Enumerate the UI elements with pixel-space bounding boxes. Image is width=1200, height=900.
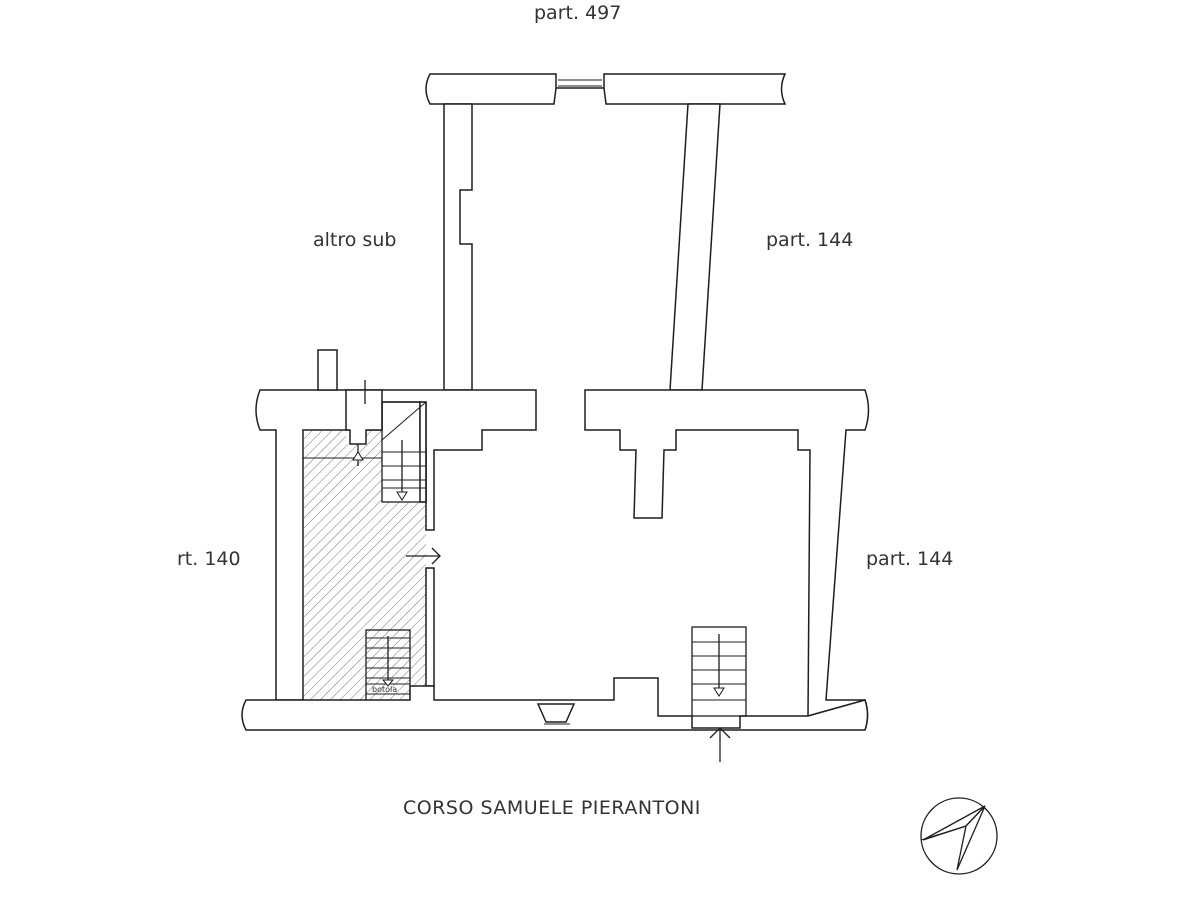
compass-north-arrow-icon: [920, 797, 998, 875]
entrance-arrow: [709, 727, 731, 762]
partition-wall: [419, 401, 435, 687]
stair-upper: [352, 401, 427, 503]
down-arrow-icon: [396, 491, 408, 501]
hatch-stair: botola: [365, 629, 411, 703]
down-arrow-icon: [713, 687, 725, 697]
door-arrow: [406, 547, 441, 565]
hatched-room: [303, 430, 426, 700]
entrance-stair: [691, 626, 747, 717]
label-part-144-lower: part. 144: [866, 548, 953, 570]
down-arrow-icon: [381, 679, 395, 687]
street-name: CORSO SAMUELE PIERANTONI: [403, 797, 701, 819]
shaft-left: [317, 349, 383, 445]
label-part-144-upper: part. 144: [766, 229, 853, 251]
up-arrow-icon: [352, 451, 364, 461]
label-altro-sub: altro sub: [313, 229, 396, 251]
label-part-497: part. 497: [534, 2, 621, 24]
label-rt-140: rt. 140: [177, 548, 241, 570]
rear-left-wall: [443, 103, 473, 391]
hatch-label: botola: [372, 685, 397, 694]
rear-right-wall: [669, 103, 721, 391]
front-wall: [241, 677, 869, 731]
rear-wall: [425, 73, 787, 105]
